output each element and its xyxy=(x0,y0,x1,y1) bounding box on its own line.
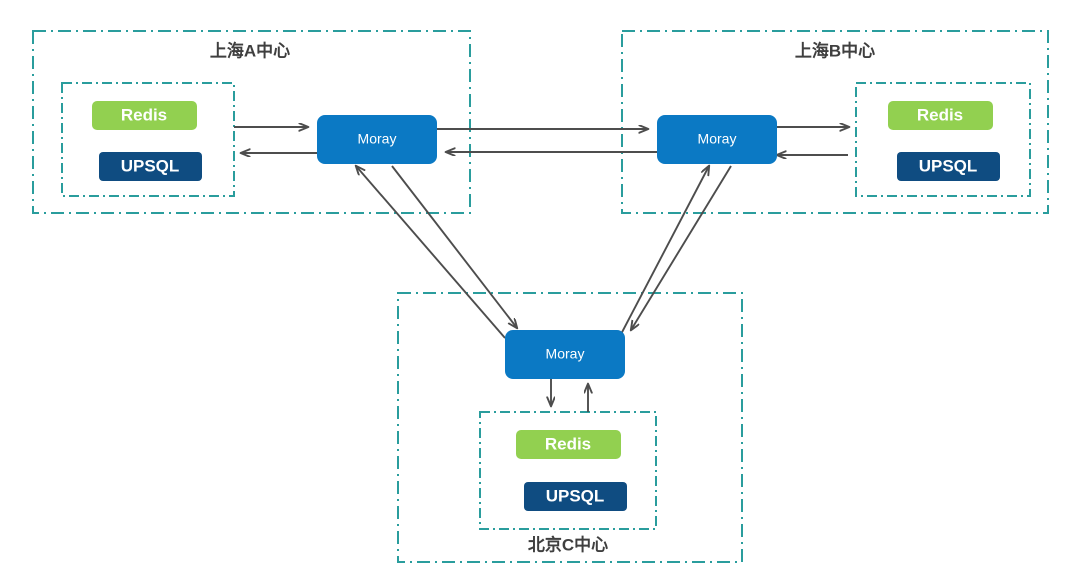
redis-box-shanghai-b xyxy=(888,101,993,130)
zone-boundary-shanghai-a xyxy=(32,30,471,214)
arrow-beijing-c-moray-to-shanghai-a-moray xyxy=(356,166,506,339)
redis-label-shanghai-a: Redis xyxy=(121,105,167,124)
zone-title-shanghai-b: 上海B中心 xyxy=(795,40,875,60)
arrow-beijing-c-moray-to-shanghai-b-moray xyxy=(618,166,709,339)
zone-boundary-shanghai-b xyxy=(621,30,1049,214)
arrow-shanghai-a-moray-to-beijing-c-moray xyxy=(391,165,517,328)
zone-title-shanghai-a: 上海A中心 xyxy=(210,40,290,60)
moray-label-shanghai-a: Moray xyxy=(358,131,397,147)
zone-boundary-beijing-c xyxy=(397,292,743,563)
upsql-label-shanghai-a: UPSQL xyxy=(121,156,180,175)
zone-title-beijing-c: 北京C中心 xyxy=(528,534,608,554)
upsql-label-shanghai-b: UPSQL xyxy=(919,156,978,175)
moray-box-beijing-c xyxy=(505,330,625,379)
storage-boundary-shanghai-b xyxy=(855,82,1031,197)
moray-label-beijing-c: Moray xyxy=(546,346,585,362)
moray-box-shanghai-b xyxy=(657,115,777,164)
redis-box-beijing-c xyxy=(516,430,621,459)
upsql-box-beijing-c xyxy=(524,482,627,511)
redis-label-beijing-c: Redis xyxy=(545,434,591,453)
upsql-box-shanghai-b xyxy=(897,152,1000,181)
arrow-shanghai-b-moray-to-beijing-c-moray xyxy=(631,165,732,330)
upsql-box-shanghai-a xyxy=(99,152,202,181)
storage-boundary-shanghai-a xyxy=(61,82,235,197)
redis-label-shanghai-b: Redis xyxy=(917,105,963,124)
moray-box-shanghai-a xyxy=(317,115,437,164)
upsql-label-beijing-c: UPSQL xyxy=(546,486,605,505)
moray-label-shanghai-b: Moray xyxy=(698,131,737,147)
redis-box-shanghai-a xyxy=(92,101,197,130)
storage-boundary-beijing-c xyxy=(479,411,657,530)
